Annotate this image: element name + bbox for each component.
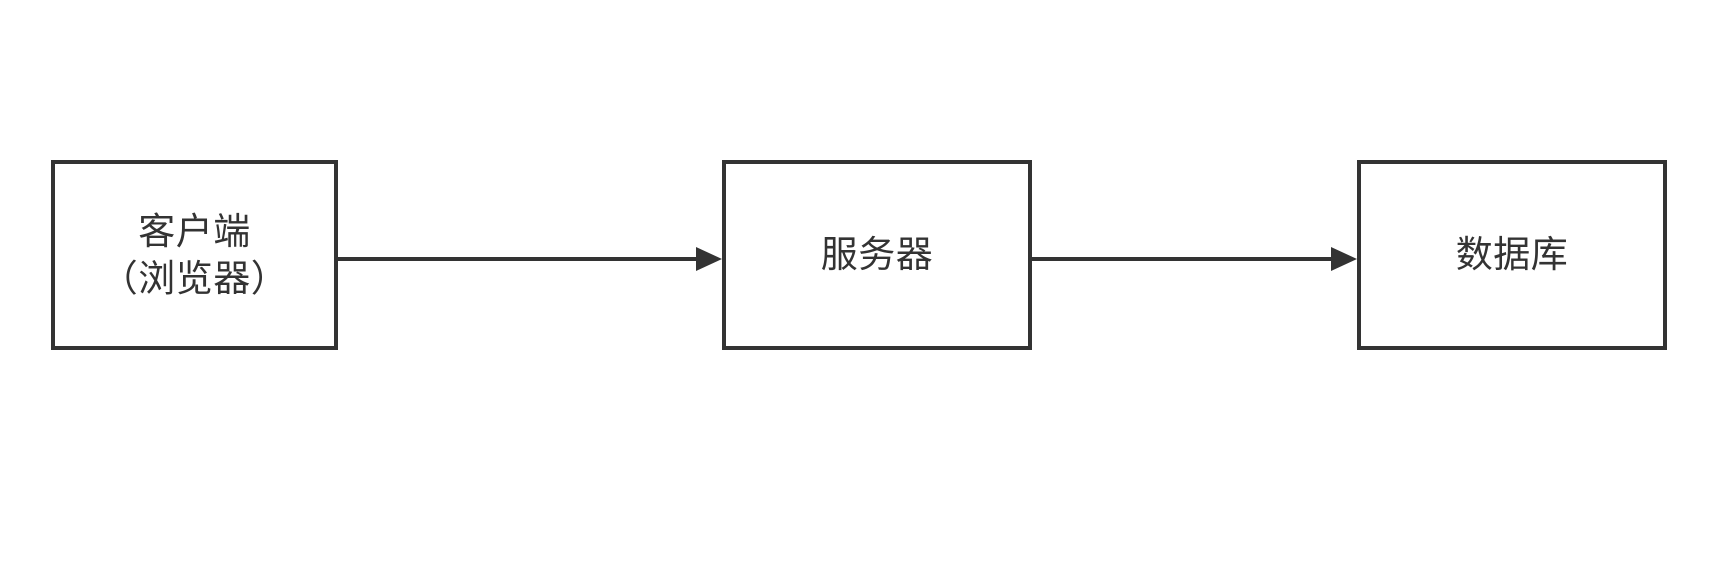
node-client-label-line2: （浏览器） (100, 257, 289, 300)
node-server-label: 服务器 (820, 233, 934, 277)
node-server[interactable]: 服务器 (722, 160, 1032, 350)
node-client-label-line1: 客户端 (138, 209, 251, 253)
node-database-label: 数据库 (1455, 233, 1569, 277)
node-client[interactable]: 客户端 （浏览器） (51, 160, 338, 350)
edge-server-to-database-line (1032, 257, 1331, 261)
node-database[interactable]: 数据库 (1357, 160, 1667, 350)
arrow-right-icon (1331, 247, 1357, 271)
edge-client-to-server-line (338, 257, 696, 261)
arrow-right-icon (696, 247, 722, 271)
